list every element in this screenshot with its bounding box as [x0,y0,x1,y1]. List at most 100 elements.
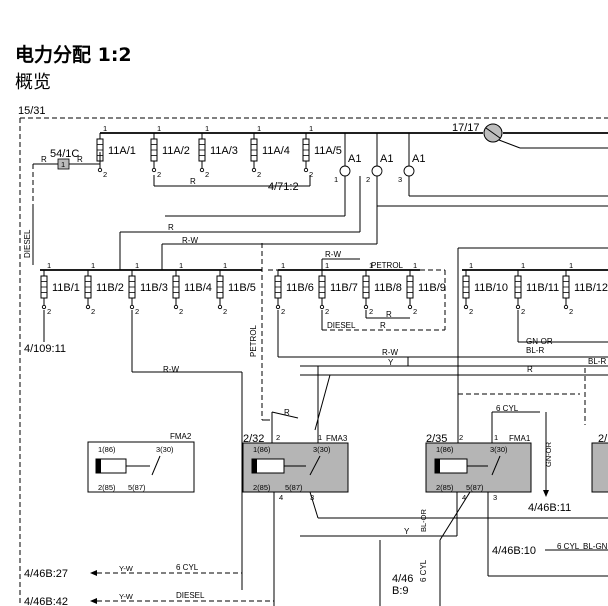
page-subtitle: 概览 [15,72,51,93]
wire-color-yw-b: Y-W [119,592,134,601]
fuse-pin-bottom: 2 [325,307,329,316]
wire-color-gn-or: GN-OR [526,337,553,346]
relay-fma1-p1: 1(86) [436,445,454,454]
label-diesel-mid: DIESEL [327,321,356,330]
fusible-link-group-a1: A1 A1 A1 1 2 3 [334,133,425,184]
relay-fma3-p1: 1(86) [253,445,271,454]
fuse-label: 11B/10 [474,282,508,294]
fuse-pin-top: 1 [309,124,313,133]
fuse-pin-top: 1 [157,124,161,133]
fuse-pin-bottom: 2 [103,170,107,179]
fuse-label: 11B/2 [96,282,124,294]
wire-color-rw-a: R-W [182,236,198,245]
fuse-pin-top: 1 [135,261,139,270]
fuse-pin-bottom: 2 [135,307,139,316]
fuse-11b-1: 1 2 11B/1 [40,261,80,316]
fuse-label: 11B/9 [418,282,446,294]
label-diesel-bottom: DIESEL [176,591,205,600]
fuse-pin-top: 1 [223,261,227,270]
wire-color-bl-r-2: BL-R [588,357,606,366]
fuse-label: 11B/4 [184,282,212,294]
fuse-pin-bottom: 2 [223,307,227,316]
relay-fma3: 2/32 FMA3 2 1 4 3 1(86) 3(30) 2(85) 5(87… [242,433,349,502]
fuse-pin-top: 1 [47,261,51,270]
fuse-pin-top: 1 [369,261,373,270]
connector-54-1c-pin: 1 [61,160,65,169]
fuse-11b-9: 1 2 11B/9 [406,261,446,316]
relay-fma1-p3: 3(30) [490,445,508,454]
relay-fma3-pin2: 2 [276,433,280,442]
fuse-pin-bottom: 2 [469,307,473,316]
arrow-4-46b-42 [90,598,97,604]
relay-right-ref: 2/ [598,433,608,445]
fuse-label: 11B/1 [52,282,80,294]
relay-fma1-name: FMA1 [509,434,531,443]
ref-b9: B:9 [392,585,409,597]
connector-54-1c-label: 54/1C [50,148,79,160]
wire-color-rw-d: R-W [382,348,398,357]
fuse-pin-top: 1 [569,261,573,270]
ref-4-46b-10: 4/46B:10 [492,545,536,557]
relay-fma3-pin1: 1 [318,433,322,442]
wire-color-gn-or-v: GN-OR [544,441,553,467]
ref-4-46b-11: 4/46B:11 [528,502,571,514]
relay-fma3-p3: 3(30) [313,445,331,454]
page-title: 电力分配 1:2 [15,44,132,66]
wire-color-r-b: R [41,155,47,164]
arrow-4-46b-11 [543,490,549,497]
fuse-pin-bottom: 2 [569,307,573,316]
fuse-pin-bottom: 2 [205,170,209,179]
fuse-pin-top: 1 [103,124,107,133]
fuse-pin-top: 1 [469,261,473,270]
fuse-pin-top: 1 [257,124,261,133]
fuse-11b-2: 1 2 11B/2 [84,261,124,316]
a1-pin-3: 3 [398,175,402,184]
fuse-label: 11A/2 [162,145,190,157]
fuse-label: 11B/7 [330,282,358,294]
wire-color-r-c: R [77,155,83,164]
wire-color-rw-b: R-W [325,250,341,259]
fuse-label: 11B/12 [574,282,608,294]
wire-color-r-g: R [527,365,533,374]
fuse-label: 11B/3 [140,282,168,294]
fuse-pin-top: 1 [205,124,209,133]
fuse-pin-bottom: 2 [47,307,51,316]
wire-color-rw-c: R-W [163,365,179,374]
label-6cyl-b: 6 CYL [557,542,580,551]
label-petrol-top: PETROL [371,261,404,270]
fuse-pin-bottom: 2 [91,307,95,316]
fuse-row-11b: 1211B/11211B/21211B/31211B/41211B/51211B… [40,261,608,316]
fuse-label: 11A/1 [108,145,136,157]
relay-fma1-p5: 5(87) [466,483,484,492]
fuse-pin-bottom: 2 [413,307,417,316]
fuse-11a-1: 1 2 11A/1 [96,124,136,179]
fuse-pin-bottom: 2 [179,307,183,316]
fuse-label: 11A/4 [262,145,290,157]
wire-color-y-b: Y [404,527,410,536]
page-ref: 15/31 [18,105,46,117]
relay-fma2: FMA2 1(86) 3(30) 2(85) 5(87) [87,432,195,493]
wire-color-bl-gn: BL-GN [583,542,608,551]
wire-color-r-f: R [380,321,386,330]
a1-label-3: A1 [412,153,425,165]
relay-fma1-pin3: 3 [493,493,497,502]
fuse-11b-12: 1 2 11B/12 [562,261,608,316]
fuse-pin-top: 1 [91,261,95,270]
relay-fma3-name: FMA3 [326,434,348,443]
ref-17-17: 17/17 [452,122,480,134]
fuse-pin-bottom: 2 [521,307,525,316]
fuse-pin-top: 1 [413,261,417,270]
fuse-11b-10: 1 2 11B/10 [462,261,508,316]
arrow-4-46b-27 [90,570,97,576]
a1-label-1: A1 [348,153,361,165]
relay-fma1-p2: 2(85) [436,483,454,492]
wire-color-r-h: R [284,408,290,417]
relay-fma3-pin4: 4 [279,493,283,502]
wire-color-bl-r: BL-R [526,346,544,355]
wire-color-r-a: R [190,177,196,186]
